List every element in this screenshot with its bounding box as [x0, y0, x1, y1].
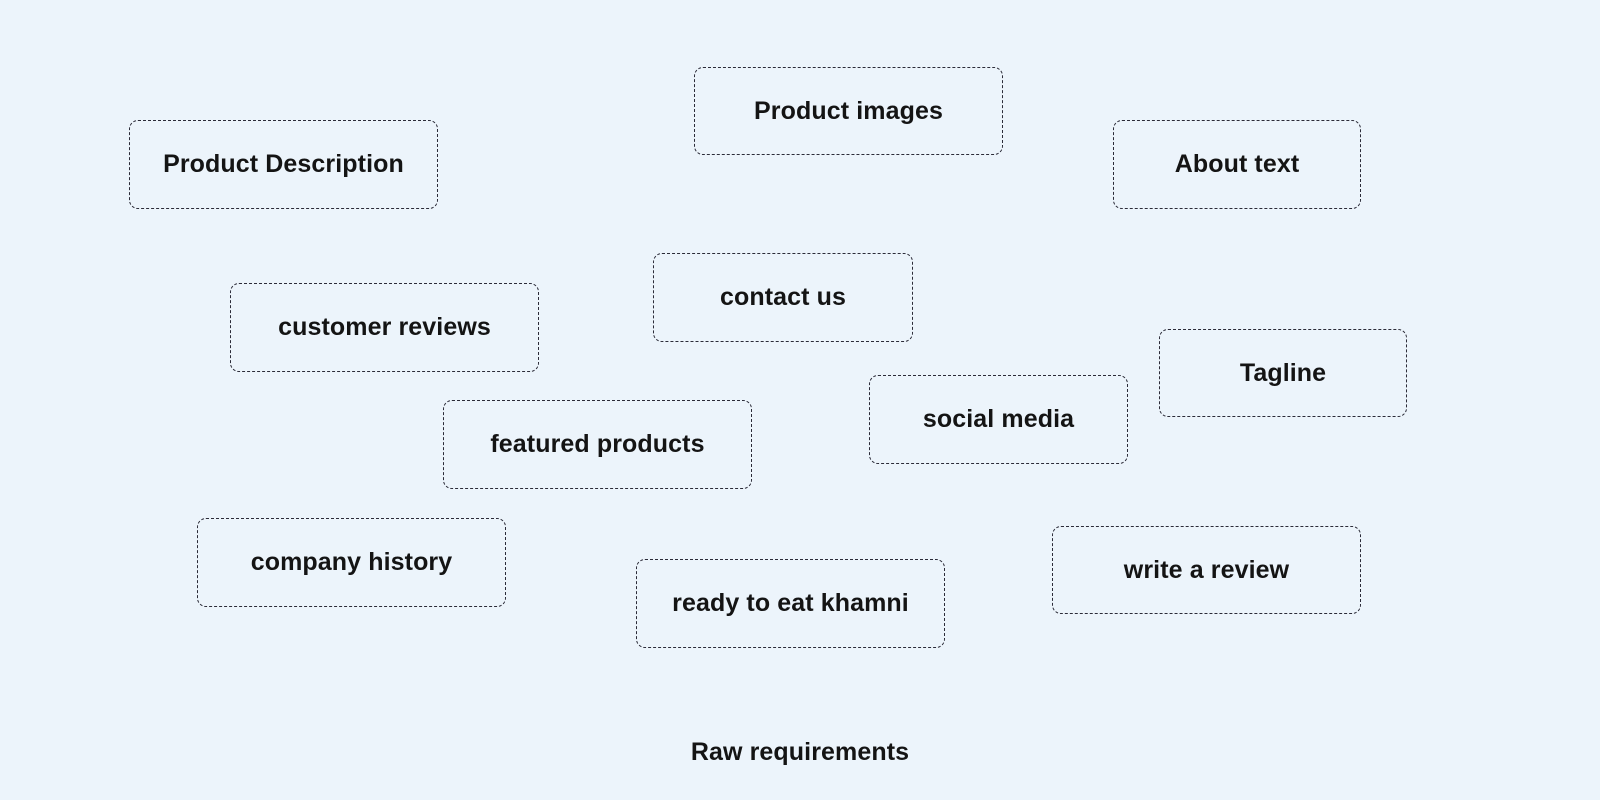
card-label: contact us — [719, 283, 847, 311]
card-social-media[interactable]: social media — [869, 375, 1128, 464]
card-label: customer reviews — [278, 313, 491, 341]
card-label: ready to eat khamni — [672, 589, 909, 617]
card-contact-us[interactable]: contact us — [653, 253, 913, 342]
card-tagline[interactable]: Tagline — [1159, 329, 1407, 417]
card-label: Product images — [754, 96, 943, 125]
card-product-images[interactable]: Product images — [694, 67, 1003, 155]
card-label: social media — [922, 405, 1075, 433]
card-label: company history — [250, 548, 453, 576]
card-label: About text — [1174, 150, 1300, 178]
card-featured-products[interactable]: featured products — [443, 400, 752, 489]
card-company-history[interactable]: company history — [197, 518, 506, 607]
card-write-a-review[interactable]: write a review — [1052, 526, 1361, 614]
card-label: featured products — [490, 430, 705, 458]
card-label: Tagline — [1239, 358, 1327, 387]
card-product-description[interactable]: Product Description — [129, 120, 438, 209]
card-ready-to-eat-khamni[interactable]: ready to eat khamni — [636, 559, 945, 648]
card-label: Product Description — [163, 150, 404, 178]
diagram-caption: Raw requirements — [690, 738, 910, 766]
card-label: write a review — [1123, 555, 1290, 584]
card-customer-reviews[interactable]: customer reviews — [230, 283, 539, 372]
card-about-text[interactable]: About text — [1113, 120, 1361, 209]
